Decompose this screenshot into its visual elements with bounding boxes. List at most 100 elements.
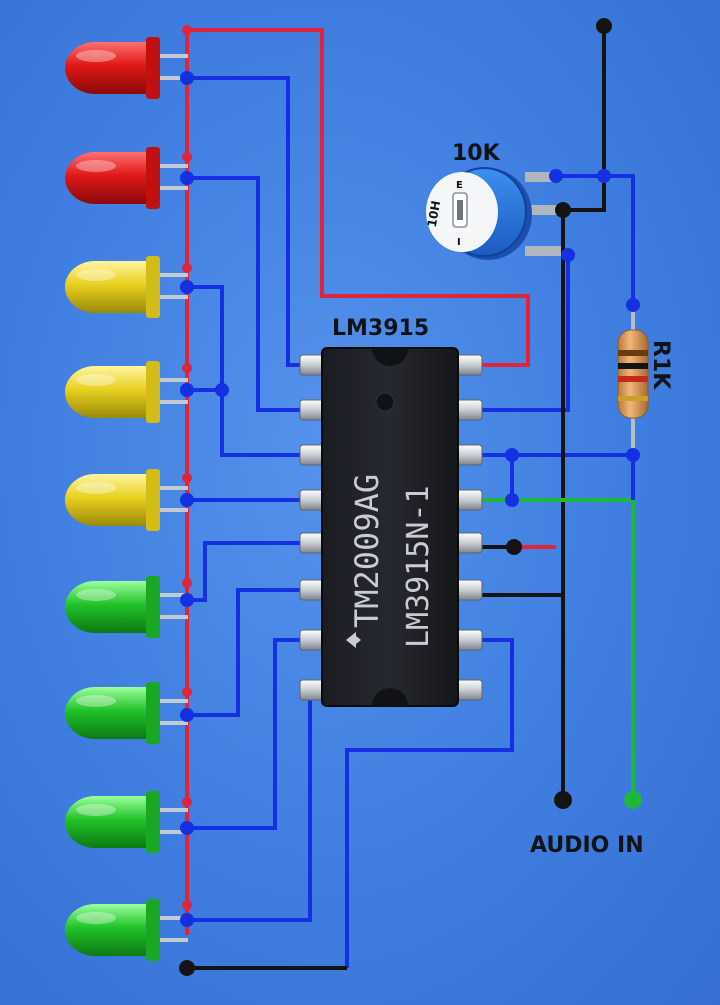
junction-dot — [180, 493, 194, 507]
led-dome — [65, 581, 150, 633]
pot-letter-top: E — [456, 180, 463, 191]
led-highlight — [76, 589, 116, 601]
led-rim — [146, 37, 160, 99]
led-yellow-4 — [65, 361, 188, 423]
junction-dot — [179, 960, 195, 976]
led-dome — [65, 366, 150, 418]
led-highlight — [76, 50, 116, 62]
led-rim — [146, 791, 160, 853]
led-rim — [146, 899, 160, 961]
led-anode-lead — [154, 273, 188, 277]
junction-dot — [180, 708, 194, 722]
junction-dot — [180, 171, 194, 185]
led-anode-lead — [154, 54, 188, 58]
junction-dot — [549, 169, 563, 183]
resistor-r1k — [617, 305, 649, 455]
led-dome — [65, 261, 150, 313]
led-column — [65, 37, 188, 961]
resistor-band-3 — [618, 376, 648, 382]
pin1-dot — [375, 392, 395, 412]
led-dome — [65, 152, 150, 204]
junction-dot — [182, 797, 192, 807]
led-red-1 — [65, 37, 188, 99]
junction-dot — [180, 280, 194, 294]
led-green-9 — [65, 899, 188, 961]
led-green-6 — [65, 576, 188, 638]
junction-dot — [180, 71, 194, 85]
led-cathode-lead — [154, 76, 188, 80]
junction-dot — [555, 202, 571, 218]
resistor-band-1 — [618, 350, 648, 356]
chip-logo-icon — [346, 632, 361, 648]
red-junction-dots — [182, 25, 192, 910]
led-rim — [146, 576, 160, 638]
audio-in-black-terminal[interactable] — [554, 791, 572, 809]
pot-lead-top — [525, 172, 561, 182]
pot-value-label: 10K — [452, 141, 501, 166]
junction-dot — [182, 900, 192, 910]
led-highlight — [76, 912, 116, 924]
lm3915-chip: TM2009AG LM3915N-1 — [299, 347, 483, 707]
junction-dot — [505, 493, 519, 507]
ic-name-label: LM3915 — [332, 316, 429, 341]
led-cathode-lead — [154, 295, 188, 299]
junction-dot — [182, 152, 192, 162]
chip-notch-bottom — [372, 688, 408, 706]
chip-marking-line2: LM3915N-1 — [401, 485, 436, 648]
junction-dot — [180, 593, 194, 607]
chip-text-line1: TM2009AG — [348, 474, 386, 628]
pot-code-label: 10H — [425, 200, 443, 229]
led-cathode-lead — [154, 508, 188, 512]
junction-dot — [215, 383, 229, 397]
black-wires — [187, 26, 606, 970]
led-green-8 — [65, 791, 188, 853]
led-anode-lead — [154, 808, 188, 812]
audio-in-green-terminal[interactable] — [624, 791, 642, 809]
resistor-body — [617, 329, 649, 419]
resistor-label: R1K — [648, 340, 673, 390]
junction-dot — [506, 539, 522, 555]
led-cathode-lead — [154, 830, 188, 834]
pot-lead-bottom — [525, 246, 561, 256]
junction-dot — [182, 578, 192, 588]
led-anode-lead — [154, 593, 188, 597]
led-highlight — [76, 160, 116, 172]
led-highlight — [76, 269, 116, 281]
junction-dot — [182, 263, 192, 273]
led-highlight — [76, 695, 116, 707]
led-green-7 — [65, 682, 188, 744]
led-dome — [65, 904, 150, 956]
pot-letter-bottom: I — [457, 237, 461, 248]
audio-in-label: AUDIO IN — [530, 833, 644, 858]
led-dome — [65, 474, 150, 526]
junction-dot — [180, 913, 194, 927]
led-anode-lead — [154, 378, 188, 382]
junction-dot — [180, 383, 194, 397]
led-highlight — [76, 482, 116, 494]
junction-dot — [626, 298, 640, 312]
led-rim — [146, 256, 160, 318]
junction-dot — [626, 448, 640, 462]
junction-dot — [180, 821, 194, 835]
blue-junction-dots — [180, 71, 640, 927]
pot-slot-inner — [457, 200, 463, 220]
led-dome — [65, 796, 150, 848]
led-dome — [65, 42, 150, 94]
chip-notch-top — [372, 348, 408, 366]
led-anode-lead — [154, 916, 188, 920]
led-cathode-lead — [154, 938, 188, 942]
led-highlight — [76, 374, 116, 386]
led-rim — [146, 147, 160, 209]
led-rim — [146, 469, 160, 531]
resistor-band-2 — [618, 363, 648, 369]
pot-lead-mid — [525, 205, 561, 215]
led-cathode-lead — [154, 400, 188, 404]
led-yellow-3 — [65, 256, 188, 318]
junction-dot — [182, 687, 192, 697]
led-red-2 — [65, 147, 188, 209]
junction-dot — [596, 18, 612, 34]
junction-dot — [182, 363, 192, 373]
black-junction-dots — [179, 18, 612, 976]
